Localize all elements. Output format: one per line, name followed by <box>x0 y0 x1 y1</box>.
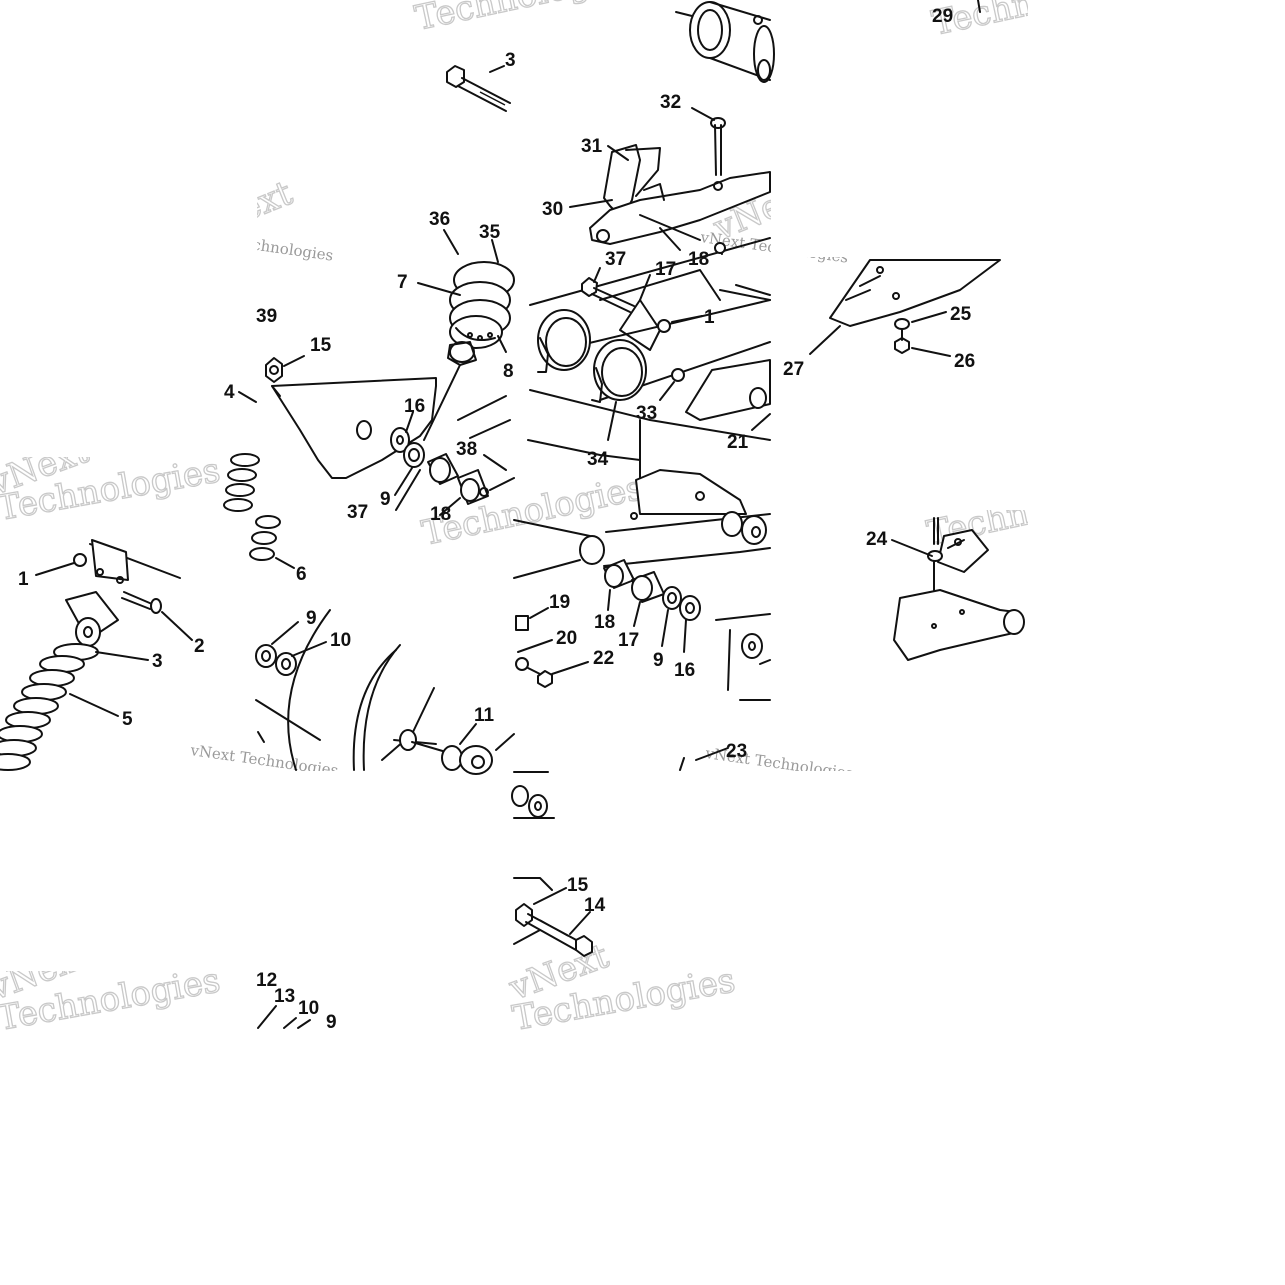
callout-29: 29 <box>932 6 953 27</box>
shock-top-part <box>447 261 515 366</box>
callout-24: 24 <box>866 529 888 550</box>
callout-13: 13 <box>274 986 295 1007</box>
tile-second-right-center <box>527 237 771 515</box>
callout-8: 8 <box>503 361 514 382</box>
callout-9-bottom: 9 <box>326 1012 337 1033</box>
callout-39: 39 <box>256 306 277 327</box>
callout-15-lower: 15 <box>567 875 589 896</box>
wheel-rim-part <box>255 609 515 775</box>
callout-22: 22 <box>593 648 614 669</box>
tile-third-left <box>0 539 193 771</box>
callout-2: 2 <box>194 636 205 657</box>
callout-18-lower: 18 <box>594 612 615 633</box>
callout-9-upper: 9 <box>380 489 391 510</box>
callout-37-lower: 37 <box>347 502 368 523</box>
nut-1-part <box>657 319 671 333</box>
callout-9-lower: 9 <box>653 650 664 671</box>
tile-top-right <box>977 0 981 13</box>
callout-3-lower: 3 <box>152 651 163 672</box>
bushing-row-part <box>603 559 701 621</box>
callout-1-lower: 1 <box>18 569 29 590</box>
callout-10-upper: 10 <box>330 630 351 651</box>
washer-9-part <box>255 644 277 668</box>
callout-5: 5 <box>122 709 133 730</box>
callout-34: 34 <box>587 449 609 470</box>
nut-1b-part <box>73 553 87 567</box>
nut-15-part <box>265 357 283 383</box>
bolt-37-part <box>581 277 635 313</box>
callout-3: 3 <box>505 50 516 71</box>
callout-26: 26 <box>954 351 975 372</box>
bolt-part <box>446 65 511 112</box>
callout-36: 36 <box>429 209 450 230</box>
callout-labels: 3 29 32 31 30 36 35 7 37 17 18 1 39 15 4… <box>18 6 975 1033</box>
washer-25-part <box>894 318 910 330</box>
callout-7: 7 <box>397 272 408 293</box>
swing-arm-part <box>527 359 771 515</box>
callout-31: 31 <box>581 136 603 157</box>
callout-21: 21 <box>727 432 749 453</box>
callout-19: 19 <box>549 592 570 613</box>
callout-10-lower: 10 <box>298 998 319 1019</box>
bolt-19-part <box>515 615 529 631</box>
callout-27: 27 <box>783 359 804 380</box>
tile-second-left-center <box>223 229 515 516</box>
callout-23: 23 <box>726 741 747 762</box>
callout-33: 33 <box>636 403 657 424</box>
callout-16-lower: 16 <box>674 660 695 681</box>
tile-second-right <box>809 259 1001 357</box>
upper-a-arm-part <box>893 517 1025 661</box>
tile-third-left-center <box>249 515 515 775</box>
callout-30: 30 <box>542 199 563 220</box>
callout-17-lower: 17 <box>618 630 639 651</box>
clamp-34-part <box>537 309 647 403</box>
callout-16-upper: 16 <box>404 396 425 417</box>
tile-top-right-center <box>569 1 775 251</box>
callout-6: 6 <box>296 564 307 585</box>
callout-18-mid: 18 <box>430 504 451 525</box>
bolt-32-part <box>710 117 726 176</box>
frame-rail-part <box>529 237 771 401</box>
tile-third-right-center <box>513 511 771 771</box>
washer-10-part <box>275 652 297 676</box>
callout-14: 14 <box>584 895 606 916</box>
tile-fourth-left-center <box>257 1005 311 1029</box>
tile-top-middle <box>446 65 511 112</box>
callout-20: 20 <box>556 628 577 649</box>
washer-lower-part <box>511 785 529 807</box>
bolt-14-part <box>515 903 593 957</box>
callout-37-upper: 37 <box>605 249 626 270</box>
axle-drum-part <box>675 1 775 83</box>
shock-absorber-part <box>0 591 119 771</box>
bolt-2-part <box>121 591 162 614</box>
callout-1-upper: 1 <box>704 307 715 328</box>
callout-17-upper: 17 <box>655 259 676 280</box>
watermark-technologies: Technologies <box>419 468 647 554</box>
tile-third-right <box>891 517 1025 661</box>
callout-11: 11 <box>474 705 495 726</box>
callout-18-upper: 18 <box>688 249 709 270</box>
spring-coil-part <box>223 453 260 512</box>
nut-33-part <box>671 368 685 382</box>
callout-25: 25 <box>950 304 972 325</box>
bolt-22-part <box>515 657 553 688</box>
callout-32: 32 <box>660 92 681 113</box>
tile-fourth-right-center <box>511 771 593 957</box>
callout-35: 35 <box>479 222 501 243</box>
callout-12: 12 <box>256 970 277 991</box>
callout-4: 4 <box>224 382 235 403</box>
callout-9-mid: 9 <box>306 608 317 629</box>
ski-bracket-part <box>829 259 1001 327</box>
guard-plate-part <box>271 377 437 479</box>
bolt-26-part <box>894 329 910 354</box>
callout-38: 38 <box>456 439 477 460</box>
a-arm-part <box>513 511 771 579</box>
mount-bracket-part <box>589 144 771 245</box>
hub-part <box>715 613 771 701</box>
watermark-technologies: Technologies <box>412 0 640 39</box>
bushing-stack-part <box>390 427 489 505</box>
callout-15-upper: 15 <box>310 335 332 356</box>
